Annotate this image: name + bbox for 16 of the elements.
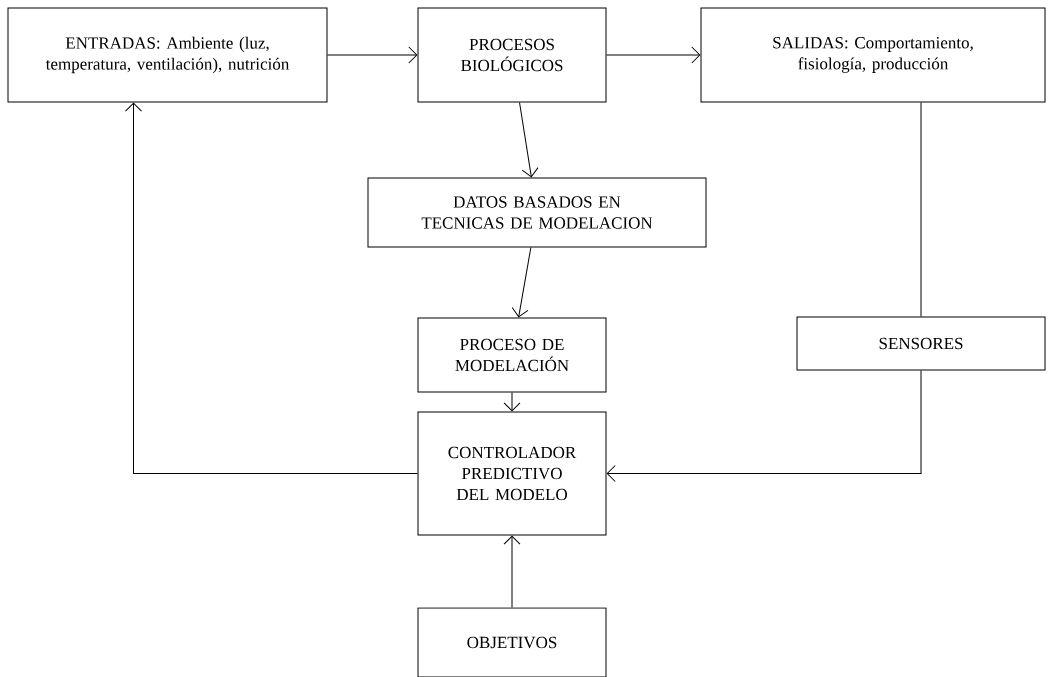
process-box: SALIDAS: Comportamiento, fisiología, producción <box>700 7 1046 103</box>
arrow <box>606 370 922 482</box>
process-box: OBJETIVOS <box>417 607 607 677</box>
arrow <box>503 392 521 412</box>
arrow <box>503 535 521 608</box>
arrow <box>511 247 532 318</box>
arrow <box>327 46 418 64</box>
arrow <box>125 102 418 474</box>
process-box: DATOS BASADOS EN TECNICAS DE MODELACION <box>367 177 707 248</box>
process-box: SENSORES <box>796 316 1046 371</box>
arrow <box>606 46 701 64</box>
process-box: ENTRADAS: Ambiente (luz, temperatura, ventilación), nutrición <box>7 7 328 103</box>
process-box: PROCESO DE MODELACIÓN <box>417 317 607 393</box>
process-box: PROCESOS BIOLÓGICOS <box>417 7 607 103</box>
arrow <box>519 102 539 178</box>
process-box: CONTROLADOR PREDICTIVO DEL MODELO <box>417 411 607 536</box>
